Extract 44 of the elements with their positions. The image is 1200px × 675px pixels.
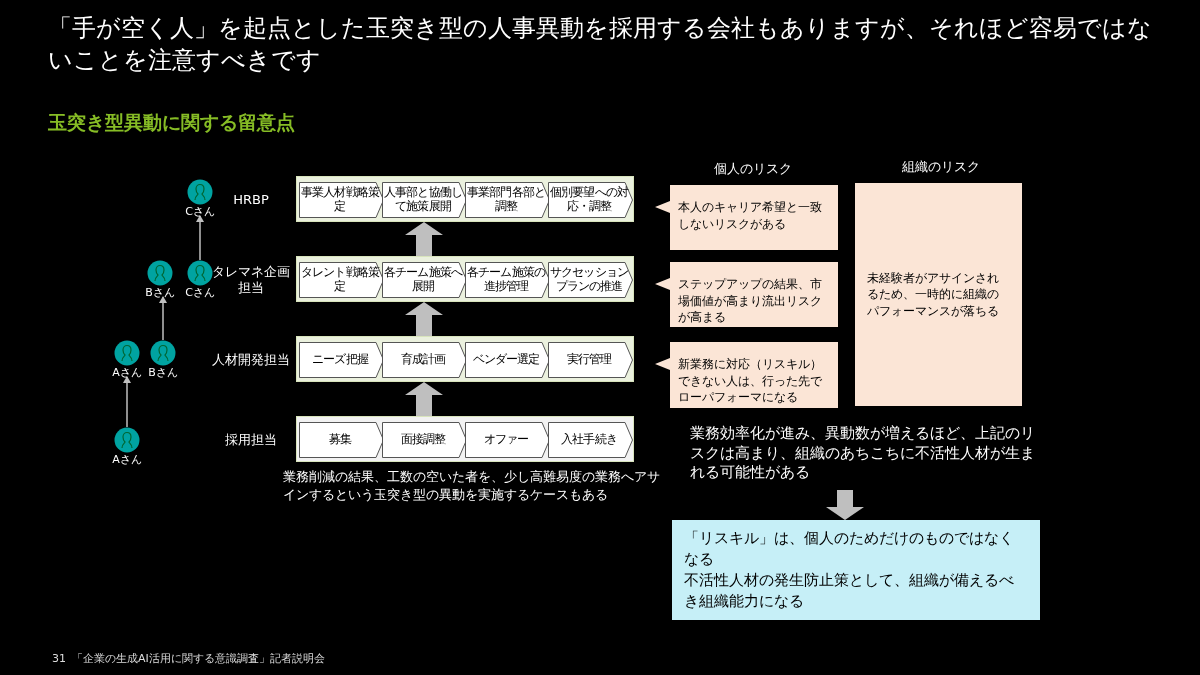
person-label: Cさん (184, 286, 216, 300)
person-label: Cさん (184, 205, 216, 219)
process-step: ベンダー選定 (465, 342, 550, 378)
person-label: Bさん (144, 286, 176, 300)
title: 「手が空く人」を起点とした玉突き型の人事異動を採用する会社もありますが、それほど容易ではないことを注意すべきです (48, 13, 1153, 77)
arrow (123, 376, 131, 428)
person-label: Bさん (147, 366, 179, 380)
process-step: 人事部と協働して施策展開 (382, 182, 467, 218)
row-label: 人材開発担当 (211, 350, 291, 369)
subtitle: 玉突き型異動に関する留意点 (48, 110, 295, 135)
block-arrow (405, 302, 443, 336)
process-step: サクセッションプランの推進 (548, 262, 633, 298)
block-arrow (826, 490, 864, 520)
risk-callout: 本人のキャリア希望と一致しないリスクがある (655, 185, 838, 250)
process-step: 個別要望への対応・調整 (548, 182, 633, 218)
risk-callout: 新業務に対応（リスキル）できない人は、行った先でローパフォーマになる (655, 342, 838, 408)
process-step: 募集 (299, 422, 384, 458)
process-step: オファー (465, 422, 550, 458)
process-step: 各チーム施策の進捗管理 (465, 262, 550, 298)
process-step: 実行管理 (548, 342, 633, 378)
process-step: 事業部門各部と調整 (465, 182, 550, 218)
caption: 業務削減の結果、工数の空いた者を、少し高難易度の業務へアサインするという玉突き型の異動を実施するケースもある (283, 468, 661, 504)
process-step: 面接調整 (382, 422, 467, 458)
process-step: タレント戦略策定 (299, 262, 384, 298)
risk-callout: ステップアップの結果、市場価値が高まり流出リスクが高まる (655, 262, 838, 327)
conclusion-box: 「リスキル」は、個人のためだけのものではなくなる 不活性人材の発生防止策として、組織が備えるべき組織能力になる (672, 520, 1040, 620)
block-arrow (405, 382, 443, 416)
arrow (159, 296, 167, 341)
person-label: Aさん (111, 366, 143, 380)
person-label: Aさん (111, 453, 143, 467)
arrow (196, 215, 204, 261)
process-step: 入社手続き (548, 422, 633, 458)
process-step: 育成計画 (382, 342, 467, 378)
footer-text: 「企業の生成AI活用に関する意識調査」記者説明会 (72, 652, 325, 667)
process-step: 各チーム施策へ展開 (382, 262, 467, 298)
process-step: ニーズ把握 (299, 342, 384, 378)
row-label: 採用担当 (224, 430, 278, 449)
note-text: 業務効率化が進み、異動数が増えるほど、上記のリスクは高まり、組織のあちこちに不活性人材が生まれる可能性がある (690, 424, 1035, 483)
process-step: 事業人材戦略策定 (299, 182, 384, 218)
column-header: 個人のリスク (713, 160, 793, 178)
risk-box: 未経験者がアサインされるため、一時的に組織のパフォーマンスが落ちる (855, 183, 1022, 406)
column-header: 組織のリスク (901, 158, 981, 176)
page-number: 31 (52, 652, 66, 667)
block-arrow (405, 222, 443, 256)
